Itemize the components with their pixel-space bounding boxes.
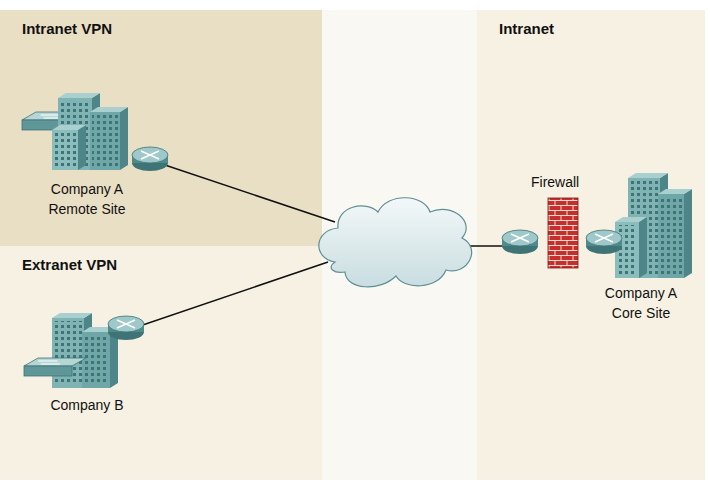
wan-cloud	[319, 198, 472, 287]
network-link	[150, 160, 335, 222]
region-heading: Extranet VPN	[0, 246, 322, 273]
firewall-label: Firewall	[531, 174, 579, 190]
illustration	[22, 93, 692, 388]
building-icon	[90, 107, 128, 170]
site-label-box: Company A Remote Site	[22, 178, 152, 224]
router-icon	[132, 147, 168, 171]
region-heading: Intranet	[477, 10, 705, 37]
firewall-icon	[548, 198, 578, 268]
router-icon	[586, 230, 622, 254]
site-label-box: Company A Core Site	[585, 282, 697, 328]
site-name: Company A Remote Site	[22, 178, 152, 220]
router-icon	[502, 230, 538, 254]
site-name: Company A Core Site	[585, 282, 697, 324]
site-name: Company B	[22, 394, 152, 416]
building-icon	[52, 125, 86, 170]
region-heading: Intranet VPN	[0, 10, 322, 37]
switch-icon	[24, 358, 86, 376]
network-link	[128, 262, 328, 330]
router-icon	[108, 316, 144, 340]
building-icon	[658, 189, 692, 278]
site-label-box: Company B	[22, 394, 152, 420]
